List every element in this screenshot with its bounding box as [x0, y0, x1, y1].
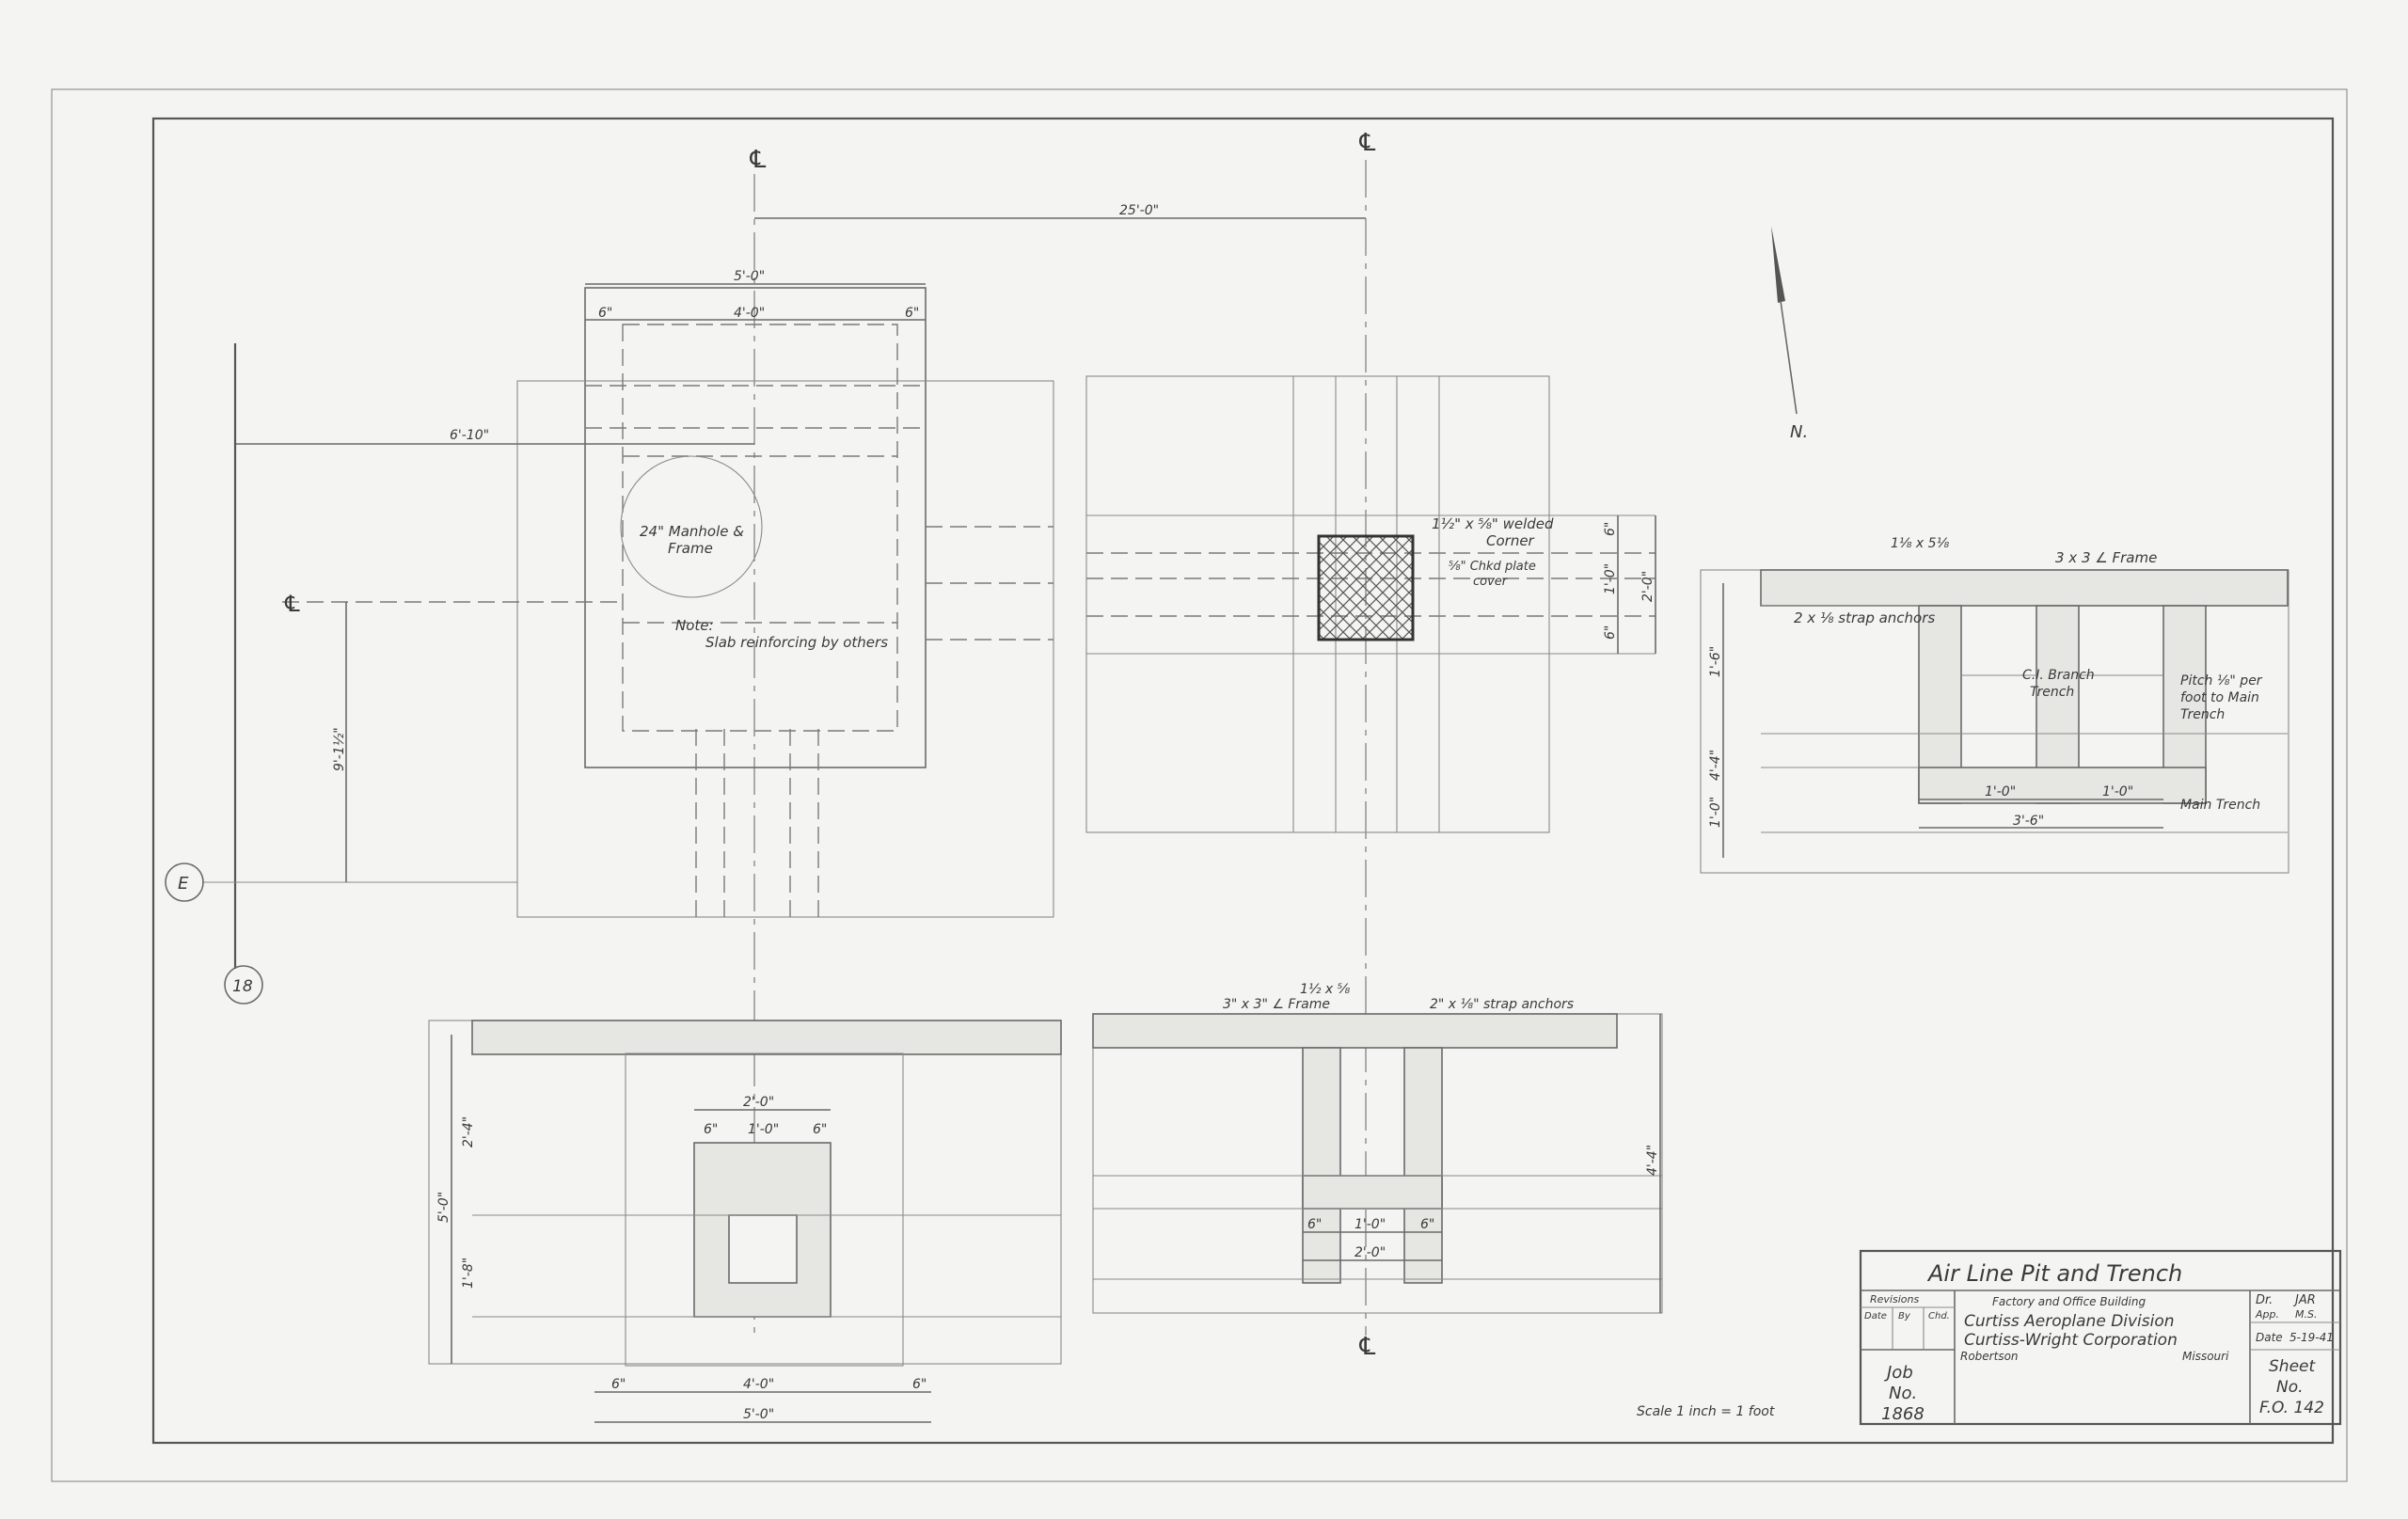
note-pitch-1: Pitch ⅛" per [2180, 673, 2263, 688]
centerline-symbol-right: ℄ [1356, 129, 1378, 157]
plan-manhole [516, 287, 1054, 918]
inner-border [151, 117, 2335, 1445]
note-title: Note: [675, 617, 714, 634]
dim-sec-1-0: 1'-0" [748, 1122, 779, 1137]
grid-marker-e-circle [165, 862, 204, 902]
grid-marker-18-circle [224, 965, 263, 1005]
centerline-symbol-left: ℄ [747, 146, 768, 174]
section-trench [1092, 1013, 1663, 1314]
dim-top-plan-overall: 5'-0" [734, 269, 765, 284]
note-pitch-3: Trench [2180, 707, 2225, 722]
dim-trench-1-0-b: 1'-0" [2102, 784, 2133, 799]
dim-sec-6-d: 6" [912, 1377, 927, 1392]
title-location-left: Robertson [1960, 1350, 2019, 1363]
title-block [1859, 1249, 2342, 1426]
tb-date-label: Date [2256, 1331, 2283, 1344]
dim-vertical-offset: 9'-1½" [332, 727, 347, 771]
dim-sec-1-8: 1'-8" [461, 1258, 476, 1289]
tb-dr-label: Dr. [2256, 1293, 2273, 1307]
note-frame-lower: 3" x 3" ∠ Frame [1223, 997, 1330, 1012]
note-frame-small: 1⅛ x 5⅛ [1891, 536, 1950, 551]
dim-ctr-1-0: 1'-0" [1354, 1217, 1386, 1232]
dim-six-in-left: 6" [598, 306, 612, 321]
note-pitch-2: foot to Main [2180, 690, 2259, 705]
note-body: Slab reinforcing by others [705, 634, 888, 651]
tb-job-1: Job [1884, 1363, 1913, 1383]
dim-trench-1-0-a: 1'-0" [1985, 784, 2016, 799]
tb-app-label: App. [2255, 1308, 2279, 1321]
dim-sec-6-b: 6" [813, 1122, 827, 1137]
note-welded-corner-1: 1½" x ⅝" welded [1432, 515, 1554, 532]
grid-marker-e: E [178, 874, 189, 894]
dim-trench-1-6: 1'-6" [1708, 646, 1723, 677]
note-strap-anchors: 2 x ⅛ strap anchors [1794, 609, 1935, 626]
dim-ctr-4-4: 4'-4" [1645, 1145, 1660, 1176]
title-line-1: Factory and Office Building [1992, 1295, 2146, 1308]
tb-job-3: 1868 [1881, 1404, 1925, 1424]
grid-marker-18: 18 [232, 977, 253, 996]
dim-ctr-6-b: 6" [1420, 1217, 1434, 1232]
title-location-right: Missouri [2182, 1350, 2229, 1363]
dim-ctr-2-0: 2'-0" [1354, 1245, 1386, 1260]
dim-trench-3-6: 3'-6" [2013, 814, 2044, 829]
note-manhole-2: Frame [668, 540, 713, 557]
dim-grate-a: 6" [1603, 522, 1618, 536]
tb-sheet-1: Sheet [2269, 1357, 2316, 1376]
tb-date-value: 5-19-41 [2289, 1331, 2334, 1344]
dim-cl-spacing: 25'-0" [1119, 203, 1159, 218]
section-branch-trench [1700, 569, 2289, 874]
rev-col-date: Date [1864, 1311, 1887, 1321]
dim-sec-5-0-b: 5'-0" [743, 1407, 774, 1422]
note-welded-corner-2: Corner [1486, 532, 1535, 549]
rev-col-by: By [1898, 1311, 1911, 1321]
dim-sec-2-0: 2'-0" [743, 1095, 774, 1110]
plan-grate [1085, 375, 1656, 833]
title-line-2: Curtiss Aeroplane Division [1964, 1312, 2175, 1331]
dim-plan-offset: 6'-10" [450, 428, 489, 443]
tb-app-value: M.S. [2295, 1308, 2317, 1321]
dim-trench-1-0-v: 1'-0" [1708, 797, 1723, 828]
manhole-circle [620, 455, 763, 598]
scale-note: Scale 1 inch = 1 foot [1637, 1404, 1775, 1419]
dim-sec-4-0: 4'-0" [743, 1377, 774, 1392]
dim-trench-4-4: 4'-4" [1708, 750, 1723, 781]
dim-ctr-6-a: 6" [1307, 1217, 1322, 1232]
title-line-3: Curtiss-Wright Corporation [1964, 1331, 2178, 1350]
north-arrow-icon [1771, 226, 1798, 415]
note-main-trench: Main Trench [2180, 798, 2260, 813]
dim-sec-2-4: 2'-4" [461, 1116, 476, 1147]
note-strap-lower: 2" x ⅛" strap anchors [1430, 997, 1574, 1012]
note-checker-1: ⅝" Chkd plate [1449, 560, 1536, 574]
checker-plate-cover [1317, 534, 1415, 641]
note-frame-3x3: 3 x 3 ∠ Frame [2055, 549, 2157, 566]
dim-grate-b: 1'-0" [1603, 563, 1618, 594]
note-branch-2: Trench [2030, 685, 2074, 700]
dim-sec-6-c: 6" [611, 1377, 626, 1392]
centerline-symbol-horizontal: ℄ [282, 591, 303, 617]
dim-sec-5-0: 5'-0" [436, 1192, 452, 1223]
title-block-title: Air Line Pit and Trench [1926, 1260, 2182, 1287]
note-branch-1: C.I. Branch [2022, 668, 2095, 683]
note-frame-lower-small: 1½ x ⅝ [1300, 982, 1351, 997]
dim-grate-c: 6" [1603, 625, 1618, 640]
dim-six-in-right: 6" [905, 306, 919, 321]
rev-col-chd: Chd. [1928, 1311, 1950, 1321]
note-manhole-1: 24" Manhole & [640, 523, 744, 540]
dim-grate-overall: 2'-0" [1640, 571, 1656, 602]
dim-top-plan-inner: 4'-0" [734, 306, 765, 321]
tb-dr-value: JAR [2292, 1293, 2316, 1307]
centerline-symbol-bottom: ℄ [1356, 1333, 1378, 1361]
outer-border [51, 88, 2348, 1482]
note-checker-2: cover [1473, 575, 1509, 589]
dim-sec-6-a: 6" [704, 1122, 718, 1137]
tb-sheet-2: No. [2276, 1378, 2304, 1397]
section-manhole [428, 1020, 1062, 1367]
tb-sheet-3: F.O. 142 [2259, 1399, 2324, 1417]
title-block-revisions: Revisions [1870, 1293, 1919, 1305]
tb-job-2: No. [1889, 1384, 1917, 1403]
north-label: N. [1790, 422, 1808, 442]
